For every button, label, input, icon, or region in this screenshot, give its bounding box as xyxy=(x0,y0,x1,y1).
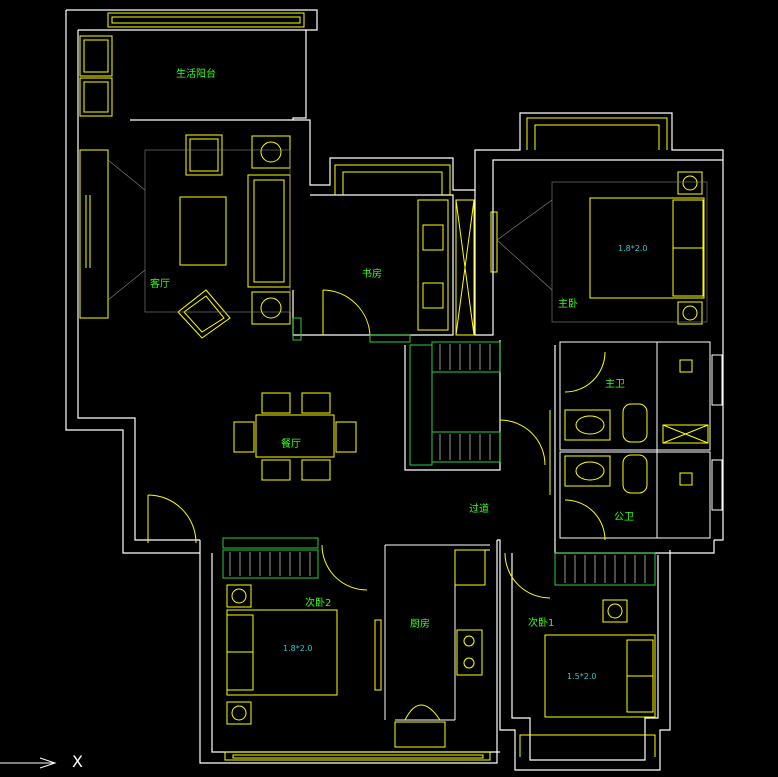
room-label-living: 客厅 xyxy=(150,279,170,290)
bath-fixtures xyxy=(564,351,709,541)
room-label-study: 书房 xyxy=(362,269,382,280)
room-label-bedroom2: 次卧2 xyxy=(305,598,332,609)
bedroom1-furniture xyxy=(544,599,656,718)
living-furniture xyxy=(79,134,291,339)
kitchen-walls xyxy=(384,544,490,721)
room-label-corridor: 过道 xyxy=(469,504,489,515)
room-label-public-bath: 公卫 xyxy=(614,512,634,523)
wardrobe-hatches xyxy=(222,317,656,586)
wardrobe-slats xyxy=(229,344,646,583)
bath-walls xyxy=(559,341,723,539)
bed-size-bedroom1: 1.5*2.0 xyxy=(567,672,597,681)
axis-label-x: X xyxy=(72,752,83,771)
bed-size-master: 1.8*2.0 xyxy=(618,244,648,253)
study-furniture xyxy=(322,199,475,336)
room-label-master: 主卧 xyxy=(558,299,578,310)
dining-furniture xyxy=(233,392,357,481)
bedroom2-furniture xyxy=(226,584,382,725)
room-label-balcony: 生活阳台 xyxy=(176,69,216,80)
room-label-bedroom1: 次卧1 xyxy=(528,618,555,629)
doors xyxy=(147,410,551,599)
master-furniture xyxy=(490,171,705,325)
balcony-frames xyxy=(107,12,668,761)
kitchen-fixtures xyxy=(394,549,486,748)
bed-size-bedroom2: 1.8*2.0 xyxy=(283,644,313,653)
outer-walls xyxy=(65,9,724,771)
axis-arrow xyxy=(0,757,57,769)
room-label-kitchen: 厨房 xyxy=(410,619,430,630)
laundry-units xyxy=(79,35,113,117)
room-label-dining: 餐厅 xyxy=(281,439,301,450)
room-label-master-bath: 主卫 xyxy=(605,379,625,390)
master-guides xyxy=(496,181,708,323)
living-guides xyxy=(107,149,291,313)
